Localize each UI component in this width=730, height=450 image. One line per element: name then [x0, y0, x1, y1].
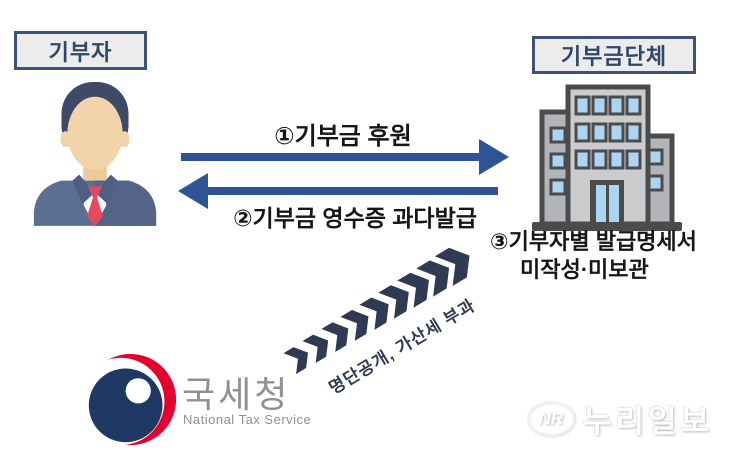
taegeuk-emblem-icon: [82, 353, 177, 446]
arrow-right-head-icon: [479, 139, 509, 175]
flow1-label: ①기부금 후원: [274, 123, 412, 150]
watermark: NR 누리일보: [527, 396, 713, 441]
penalty-trail: 명단공개, 가산세 부과: [280, 218, 538, 411]
donor-label: 기부자: [48, 39, 113, 65]
note3-block: ③기부자별 발급명세서 미작성·미보관: [490, 228, 730, 283]
arrow-left-shaft: [208, 187, 498, 195]
nr-monogram-icon: NR: [527, 401, 575, 436]
donor-label-box: 기부자: [14, 31, 147, 70]
arrow-left-head-icon: [178, 173, 208, 209]
watermark-monogram: NR: [538, 408, 564, 428]
nts-title-en: National Tax Service: [183, 412, 312, 427]
note3-line1: ③기부자별 발급명세서: [490, 229, 697, 254]
organization-label-box: 기부금단체: [532, 36, 696, 74]
flow2-label: ②기부금 영수증 과다발급: [233, 205, 477, 231]
watermark-name: 누리일보: [583, 404, 714, 439]
note3-line2: 미작성·미보관: [520, 256, 649, 282]
donor-person-icon: [33, 82, 157, 226]
organization-building-icon: [532, 84, 682, 231]
arrow-right-shaft: [181, 153, 479, 161]
nts-title-ko: 국세청: [182, 374, 291, 415]
organization-label: 기부금단체: [560, 44, 668, 69]
